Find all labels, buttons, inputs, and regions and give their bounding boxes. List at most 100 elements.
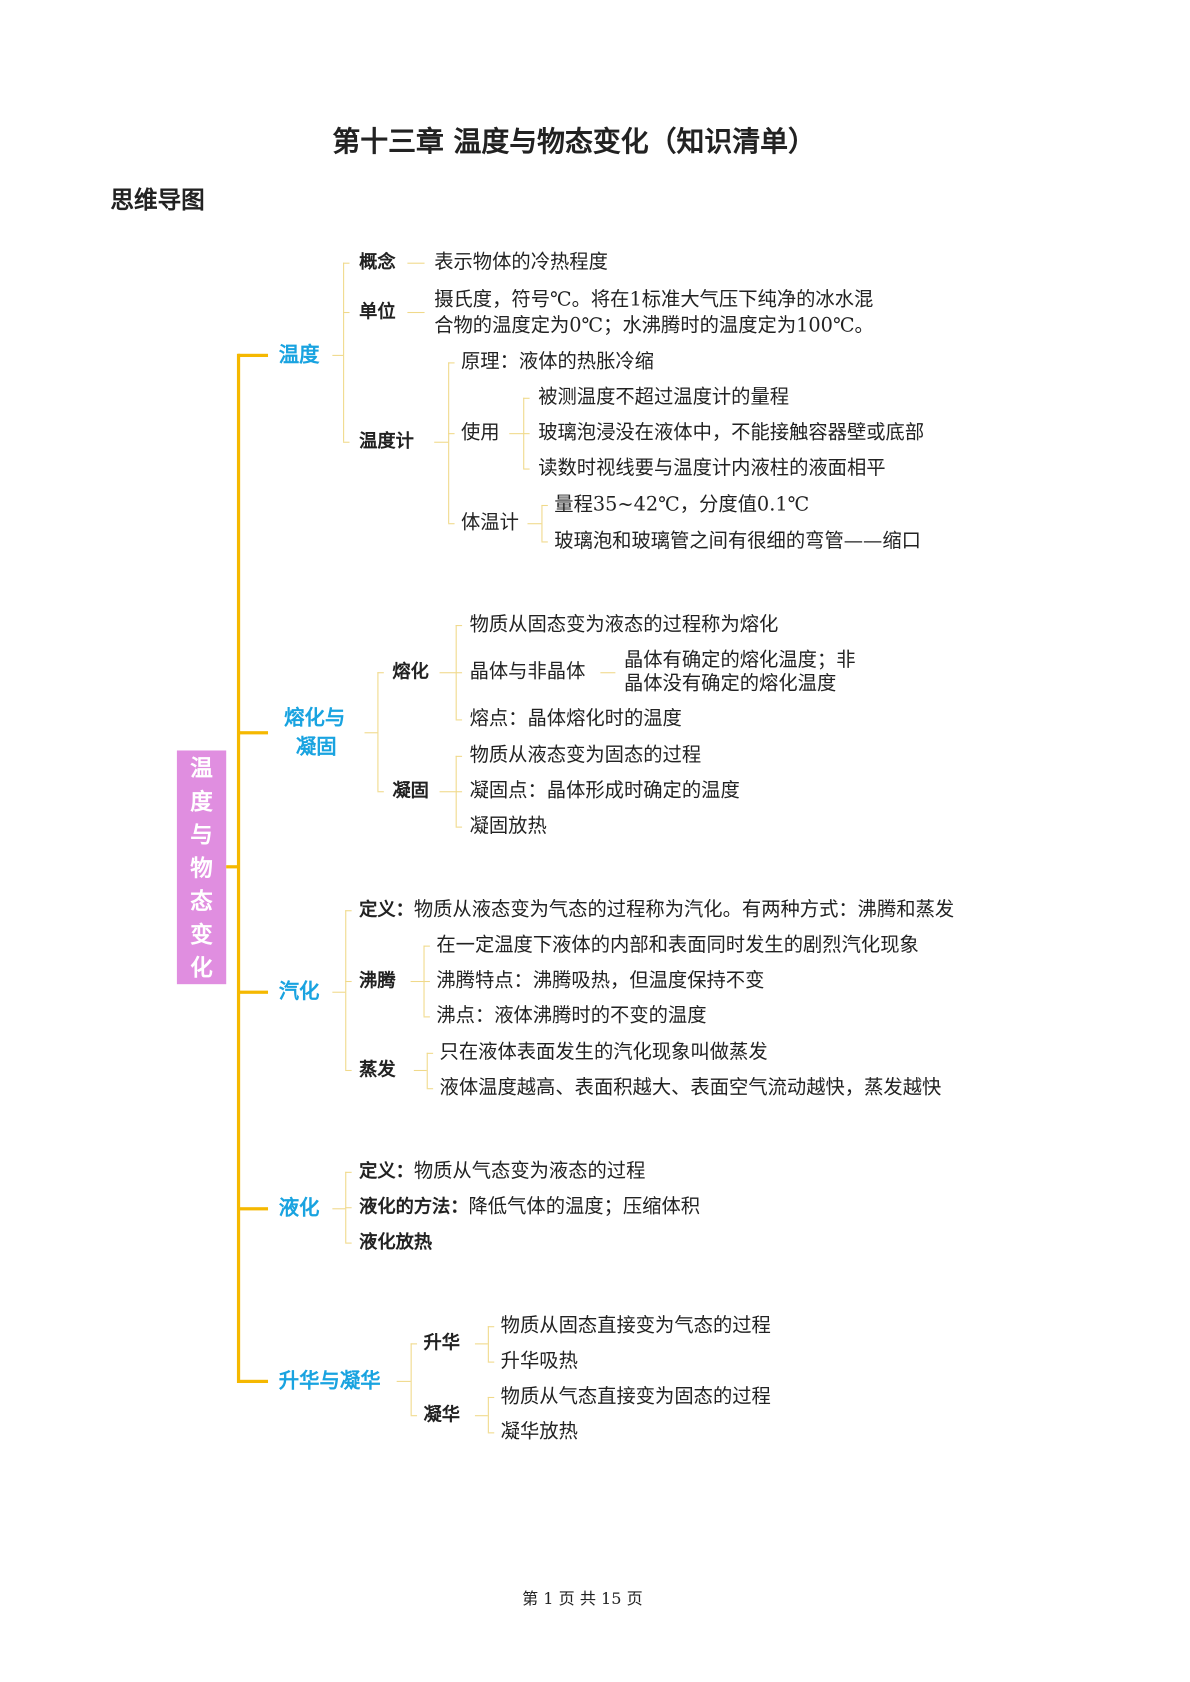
shiyong-item: 被测温度不超过温度计的量程 [538, 385, 790, 409]
connector-line [236, 353, 241, 1384]
connector-line [523, 397, 530, 399]
def-label: 定义： [359, 899, 414, 921]
connector-line [439, 672, 456, 674]
connector-line [410, 1415, 418, 1417]
tiwenji-item: 量程35~42℃，分度值0.1℃ [554, 493, 810, 516]
crystal-line: 晶体没有确定的熔化温度 [623, 672, 837, 695]
ninggu-item: 凝固放热 [469, 814, 547, 838]
method-text: 降低气体的温度；压缩体积 [468, 1195, 701, 1218]
connector-line [455, 719, 463, 721]
connector-line [523, 433, 530, 435]
connector-line [487, 1432, 495, 1434]
connector-line [377, 672, 384, 674]
def-label: 定义： [359, 1161, 414, 1183]
node-wenduji: 温度计 [359, 430, 414, 453]
node-feiteng: 沸腾 [359, 970, 396, 992]
root-char: 物 [190, 855, 213, 882]
connector-line [332, 1208, 346, 1210]
connector-line [423, 1016, 430, 1018]
connector-line [410, 980, 424, 983]
connector-line [343, 262, 345, 442]
yuanli-text: 原理：液体的热胀冷缩 [461, 350, 654, 374]
connector-line [487, 1396, 495, 1399]
qihua-definition: 定义：物质从液态变为气态的过程称为汽化。有两种方式：沸腾和蒸发 [359, 898, 954, 922]
tiwenji-item: 玻璃泡和玻璃管之间有很细的弯管——缩口 [554, 529, 921, 553]
connector-line [238, 731, 269, 735]
connector-line [343, 262, 350, 264]
shiyong-item: 玻璃泡浸没在液体中，不能接触容器壁或底部 [538, 421, 925, 444]
node-ronghua-ninggu-line2: 凝固 [295, 735, 337, 760]
ninggu-item: 物质从液态变为固态的过程 [469, 744, 702, 767]
yehua-method: 液化的方法：降低气体的温度；压缩体积 [359, 1195, 700, 1219]
zhengfa-item: 只在液体表面发生的汽化现象叫做蒸发 [439, 1041, 768, 1064]
connector-line [343, 441, 350, 443]
ronghua-item: 物质从固态变为液态的过程称为熔化 [469, 613, 779, 636]
connector-line [487, 1326, 489, 1362]
ronghua-item: 熔点：晶体熔化时的温度 [469, 707, 682, 731]
connector-line [455, 672, 463, 674]
connector-line [455, 826, 463, 828]
section-heading: 思维导图 [110, 187, 205, 215]
connector-line [426, 1052, 434, 1054]
node-tiwenji: 体温计 [461, 511, 519, 534]
node-ronghua-ninggu: 熔化与 [284, 706, 346, 731]
connector-line [426, 1052, 428, 1089]
shenghua-item: 升华吸热 [500, 1349, 578, 1373]
ninghua-item: 凝华放热 [500, 1420, 578, 1444]
connector-line [423, 945, 425, 1017]
root-char: 温 [190, 755, 213, 782]
connector-line [541, 504, 543, 542]
connector-line [487, 1396, 489, 1433]
zhengfa-item: 液体温度越高、表面积越大、表面空气流动越快，蒸发越快 [439, 1076, 942, 1099]
feiteng-item: 在一定温度下液体的内部和表面同时发生的剧烈汽化现象 [436, 933, 919, 957]
def-text: 物质从液态变为气态的过程称为汽化。有两种方式：沸腾和蒸发 [413, 898, 955, 921]
connector-line [377, 791, 384, 793]
feiteng-item: 沸点：液体沸腾时的不变的温度 [436, 1004, 707, 1028]
connector-line [455, 755, 463, 757]
connector-line [474, 1343, 488, 1345]
connector-line [423, 980, 430, 983]
connector-line [345, 980, 352, 983]
connector-line [343, 311, 350, 314]
root-char: 态 [190, 888, 213, 915]
node-yehua: 液化 [278, 1196, 320, 1221]
shiyong-item: 读数时视线要与温度计内液柱的液面相平 [538, 456, 886, 480]
node-zhengfa: 蒸发 [359, 1059, 396, 1081]
connector-line [410, 1343, 418, 1345]
root-char: 与 [190, 822, 213, 849]
danwei-line: 摄氏度，符号℃。将在1标准大气压下纯净的冰水混 [434, 288, 874, 311]
connector-line [455, 791, 463, 793]
node-shenghua-ninghua: 升华与凝华 [278, 1369, 381, 1393]
root-node: 温 度 与 物 态 变 化 [176, 750, 227, 985]
node-gainian: 概念 [359, 251, 396, 274]
node-ronghua: 熔化 [392, 661, 429, 683]
connector-line [345, 910, 352, 912]
root-char: 度 [190, 789, 213, 815]
yehua-definition: 定义：物质从气态变为液态的过程 [359, 1160, 645, 1184]
connector-line [448, 362, 455, 364]
connector-line [448, 523, 455, 525]
connector-line [541, 541, 548, 543]
connector-line [238, 990, 269, 994]
connector-line [345, 1207, 352, 1209]
node-ninghua: 凝华 [423, 1404, 460, 1426]
connector-line [345, 1242, 352, 1244]
shenghua-item: 物质从固态直接变为气态的过程 [500, 1314, 771, 1337]
crystal-line: 晶体有确定的熔化温度；非 [623, 648, 856, 672]
connector-line [600, 672, 616, 674]
ronghua-item: 晶体与非晶体 [469, 660, 586, 683]
connector-line [345, 1171, 347, 1243]
page-footer: 第 1 页 共 15 页 [522, 1588, 643, 1609]
connector-line [423, 945, 430, 947]
connector-line [396, 1380, 411, 1382]
ninggu-item: 凝固点：晶体形成时确定的温度 [469, 779, 740, 802]
node-shenghua: 升华 [423, 1332, 460, 1355]
connector-line [487, 1361, 495, 1363]
gainian-text: 表示物体的冷热程度 [434, 250, 608, 274]
connector-line [332, 354, 344, 356]
connector-line [238, 353, 269, 358]
connector-line [407, 262, 425, 264]
danwei-line: 合物的温度定为0℃；水沸腾时的温度定为100℃。 [434, 314, 874, 337]
connector-line [226, 865, 239, 869]
